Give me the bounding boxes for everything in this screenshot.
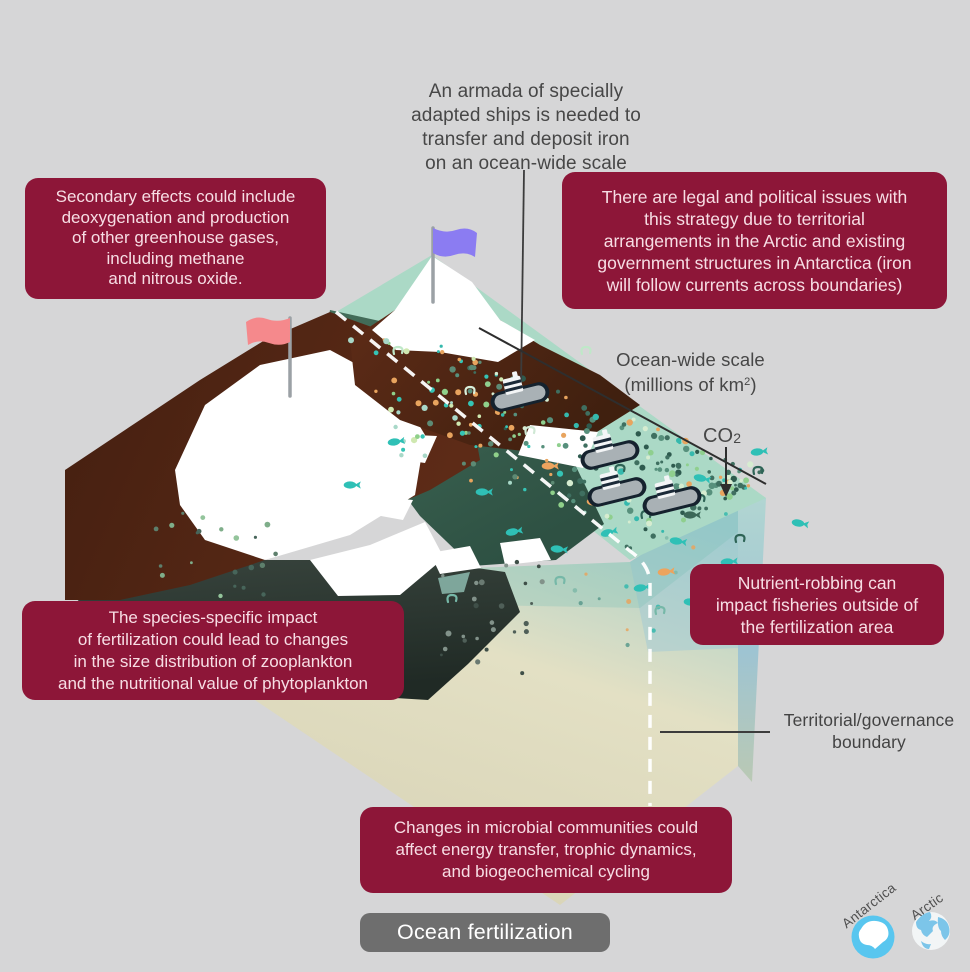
text-line: Territorial/governance [783,710,955,730]
arctic-land-shape [937,917,950,940]
zooplankton-icon [580,345,592,356]
text-line: and biogeochemical cycling [442,862,650,881]
armada-annotation: An armada of specially adapted ships is n… [368,80,684,176]
text-line: the fertilization area [740,616,894,637]
boundary-dashed-line [334,310,652,806]
ice-floe [370,496,413,520]
flags [246,226,477,398]
text-line: and the nutritional value of phytoplankt… [57,673,368,693]
arctic-land-shape [921,941,931,949]
ocean-scale-line [478,327,767,485]
plankton-dots-bloom [348,337,587,514]
text-line: this strategy due to territorial [644,208,865,229]
text-line: and nitrous oxide. [108,269,243,289]
text-line: including methane [106,248,245,268]
sinking-particles [440,559,545,676]
flag-icon-purple [433,228,477,257]
callout-microbial-communities: Changes in microbial communities could af… [360,807,732,893]
left-snow-cap [175,350,425,560]
scale-line2: (millions of km2) [624,374,757,395]
text-line: Secondary effects could include [55,187,296,207]
callout-legal-political: There are legal and political issues wit… [562,172,947,309]
text-line: adapted ships is needed to [411,105,641,126]
diagram-title: Ocean fertilization [360,913,610,952]
text-line: Nutrient-robbing can [737,572,897,593]
legend-globes [851,912,950,959]
text-line: An armada of specially [428,81,624,102]
text-line: transfer and deposit iron [422,129,630,150]
text-line: on an ocean-wide scale [425,153,627,174]
text-line: boundary [832,732,906,752]
text-line: affect energy transfer, trophic dynamics… [395,840,697,859]
arctic-land-shape [916,912,938,937]
text-line: There are legal and political issues wit… [601,186,908,207]
text-line: of fertilization could lead to changes [77,629,349,649]
text-line: will follow currents across boundaries) [606,274,903,295]
ice-floe-submerged [438,572,470,594]
flag-icon-pink [246,317,290,345]
text-line: in the size distribution of zooplankton [73,651,353,671]
scale-line1: Ocean-wide scale [616,349,765,370]
ice-floe [500,538,551,565]
land-masses [65,256,640,600]
fish-icon [791,518,810,529]
text-line: Changes in microbial communities could [393,818,699,837]
ocean-scale-label: Ocean-wide scale (millions of km2) [598,348,783,396]
co2-label: CO2 [703,425,742,447]
text-line: deoxygenation and production [61,207,290,227]
ice-floe [430,546,481,574]
text-line: The species-specific impact [108,607,318,627]
ocean-front-face [240,492,738,905]
text-line: impact fisheries outside of [715,594,919,615]
left-snow-low [310,522,444,596]
antarctica-continent-shape [858,920,889,949]
text-line: arrangements in the Arctic and existing [603,230,906,251]
co2-arrow [720,447,732,497]
text-line: government structures in Antarctica (iro… [597,252,912,273]
text-line: of other greenhouse gases, [72,228,279,248]
